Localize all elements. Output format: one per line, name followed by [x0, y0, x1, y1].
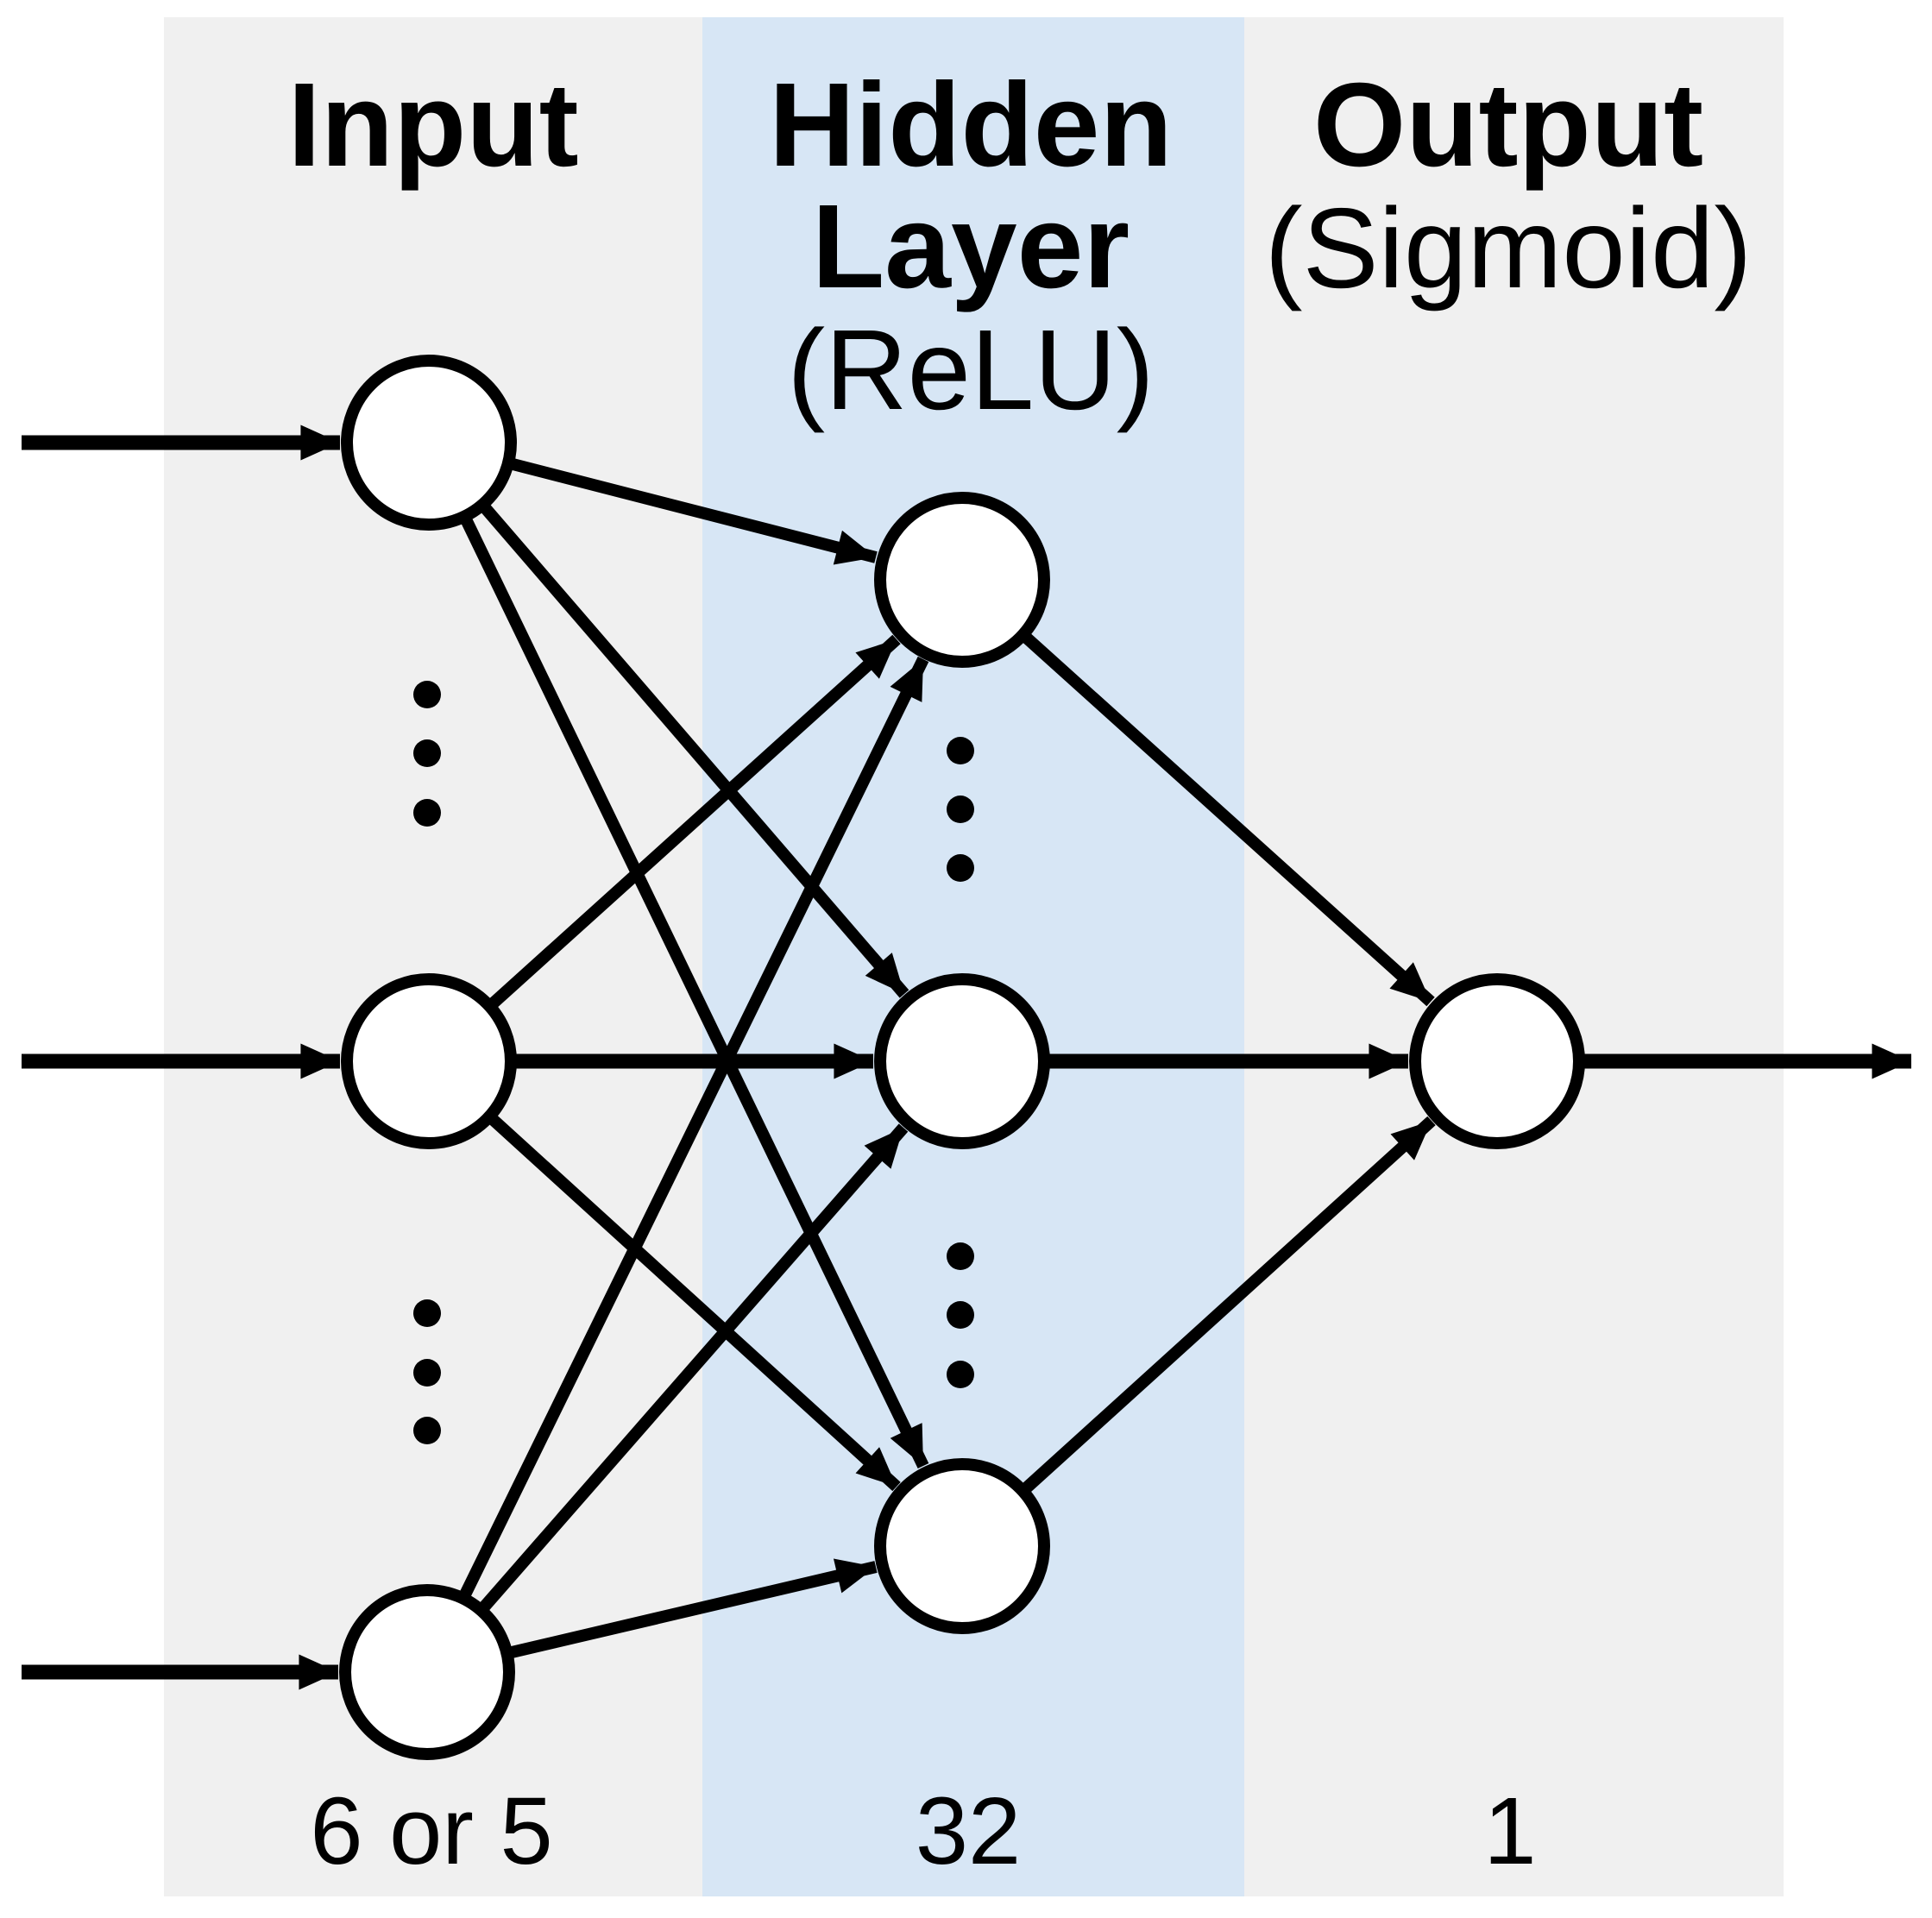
ellipsis-dot — [413, 799, 441, 827]
hidden-ellipsis-bottom — [947, 1242, 974, 1388]
hidden-node-2 — [874, 973, 1050, 1149]
hidden-layer-title-line2: Layer — [812, 180, 1130, 313]
ellipsis-dot — [947, 795, 974, 823]
input-node-1 — [341, 355, 517, 531]
hidden-layer-title-line1: Hidden — [769, 59, 1173, 192]
ellipsis-dot — [413, 1417, 441, 1444]
input-node-2 — [341, 973, 517, 1149]
hidden-layer-activation-label: (ReLU) — [787, 306, 1154, 433]
edge-input3-hidden2 — [422, 1123, 909, 1676]
edges-input-to-hidden — [421, 437, 929, 1678]
input-ellipsis-top — [413, 681, 441, 827]
neuron-nodes — [339, 355, 1585, 1760]
ellipsis-dot — [413, 1299, 441, 1327]
ellipsis-dot — [413, 681, 441, 708]
hidden-node-1 — [874, 492, 1050, 668]
output-layer-title: Output — [1313, 59, 1703, 192]
edge-input2-hidden1 — [425, 634, 901, 1066]
input-layer-band — [164, 17, 702, 1896]
ellipsis-dot — [413, 1359, 441, 1387]
output-layer-activation-label: (Sigmoid) — [1265, 185, 1753, 311]
edge-input1-hidden3 — [423, 439, 929, 1469]
input-ellipsis-bottom — [413, 1299, 441, 1444]
ellipsis-dot — [947, 1361, 974, 1388]
edge-input1-hidden2 — [424, 438, 909, 998]
input-layer-title: Input — [287, 59, 578, 192]
output-layer-band — [1244, 17, 1784, 1896]
edge-input2-hidden3 — [425, 1056, 901, 1492]
ellipsis-dot — [947, 737, 974, 764]
edge-hidden1-output — [958, 575, 1435, 1007]
output-layer-count: 1 — [1483, 1778, 1536, 1884]
ellipsis-dot — [947, 854, 974, 882]
ellipsis-dot — [947, 1242, 974, 1270]
hidden-node-3 — [874, 1458, 1050, 1634]
edge-input3-hidden1 — [421, 656, 929, 1676]
input-layer-count: 6 or 5 — [310, 1778, 552, 1884]
hidden-layer-count: 32 — [916, 1778, 1021, 1884]
edges-hidden-to-output — [958, 575, 1436, 1551]
edge-hidden3-output — [958, 1116, 1436, 1551]
ellipsis-dot — [413, 739, 441, 767]
input-node-3 — [339, 1584, 515, 1760]
output-node — [1409, 973, 1585, 1149]
hidden-ellipsis-top — [947, 737, 974, 882]
ellipsis-dot — [947, 1301, 974, 1329]
